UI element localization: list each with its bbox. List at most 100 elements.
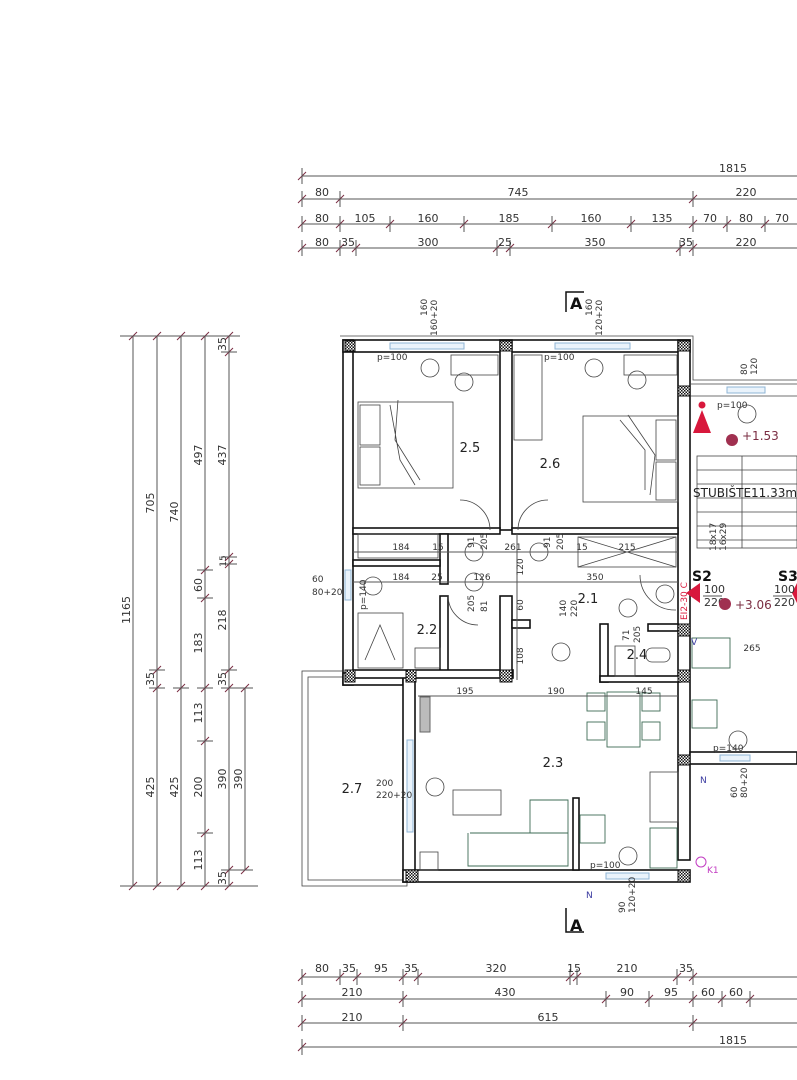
bathtub [357, 612, 404, 669]
marker-n: N [700, 776, 707, 786]
dim-label: 390 [232, 769, 245, 790]
elevation-label: +3.06 [735, 598, 772, 612]
gas-connection-icon [695, 856, 707, 868]
dim-label: 15 [219, 555, 229, 566]
dim-label: 350 [586, 573, 603, 583]
door-width: 140 [559, 600, 569, 617]
stove [579, 814, 606, 844]
windows [344, 342, 766, 880]
dim-label: 615 [538, 1011, 559, 1024]
dim-label: 437 [216, 445, 229, 466]
window-height: 220+20 [376, 791, 412, 801]
window [726, 386, 766, 394]
dim-label: 390 [216, 769, 229, 790]
dim-label: 160 [418, 212, 439, 225]
stair-steps: 16x29 [719, 522, 729, 551]
dining-table [606, 691, 641, 748]
room-label: 2.2 [417, 623, 438, 638]
room-label: 2.7 [342, 782, 363, 797]
dim-label: 35 [404, 962, 418, 975]
dim-label: 425 [144, 777, 157, 798]
dim-label: 190 [547, 687, 564, 697]
dim-label: 145 [635, 687, 652, 697]
window [605, 872, 650, 880]
dim-label: 430 [495, 986, 516, 999]
entry-arrow-icon [686, 583, 700, 603]
dim-label: 184 [392, 543, 409, 553]
dim-label: 70 [703, 212, 717, 225]
dim-label: 60 [516, 599, 526, 611]
stair-label: STUBIŠTE11.33m [693, 485, 797, 500]
sill-height: p=140 [359, 579, 369, 610]
dim-label: 1165 [120, 596, 133, 624]
dim-label: 15 [567, 962, 581, 975]
bed [357, 401, 454, 489]
sill-height: p=140 [713, 744, 744, 754]
window-width: 160 [420, 299, 430, 316]
sill-labels: p=100 p=100 p=100 p=140 p=140 p=100 [359, 353, 748, 871]
dim-label: 35 [216, 337, 229, 351]
dim-label: 185 [499, 212, 520, 225]
door-s2-label: S2 [692, 569, 712, 585]
dim-label: 745 [508, 186, 529, 199]
gas-connection-label: K1 [707, 866, 719, 876]
window-height: 120+20 [628, 877, 638, 913]
door-width: 100 [774, 583, 795, 596]
dim-label: 265 [743, 644, 760, 654]
window-width: 160 [585, 299, 595, 316]
dim-label: 220 [736, 236, 757, 249]
door-height: 220 [570, 600, 580, 617]
inner-dimensions: 184 15 261 15 215 184 25 126 350 120 60 … [353, 534, 761, 697]
boiler [419, 851, 439, 871]
sill-height: p=100 [544, 353, 575, 363]
dim-label: 425 [168, 777, 181, 798]
stair-area: +1.53 STUBIŠTE11.33m 18x17 16x29 S2 100 … [680, 401, 797, 620]
dim-label: 210 [342, 1011, 363, 1024]
person-icon [693, 410, 711, 433]
window-width: 200 [376, 779, 393, 789]
door-width: 91 [543, 537, 553, 548]
door-width: 71 [622, 630, 632, 641]
dim-label: 90 [620, 986, 634, 999]
sill-height: p=100 [717, 401, 748, 411]
stair-steps: 18x17 [709, 523, 719, 551]
door-s3-label: S3 [778, 569, 797, 585]
dim-label: 126 [473, 573, 490, 583]
dim-label: 200 [192, 777, 205, 798]
dim-label: 25 [431, 573, 442, 583]
dim-label: 215 [618, 543, 635, 553]
dim-label: 113 [192, 703, 205, 724]
window [719, 754, 751, 762]
sill-height: p=100 [590, 861, 621, 871]
dim-label: 113 [192, 850, 205, 871]
dim-label: 70 [775, 212, 789, 225]
bed [582, 415, 679, 503]
window-width: 60 [730, 786, 740, 798]
dim-label: 60 [729, 986, 743, 999]
dim-label: 740 [168, 502, 181, 523]
room-label: 2.3 [543, 756, 564, 771]
door-height: 205 [467, 595, 477, 612]
dim-label: 160 [581, 212, 602, 225]
dim-label: 300 [418, 236, 439, 249]
dim-label: 80 [315, 962, 329, 975]
section-mark-a: A [570, 916, 583, 935]
room-label: 2.1 [578, 592, 599, 607]
dim-label: 80 [315, 186, 329, 199]
dim-label: 80 [739, 212, 753, 225]
dim-label: 60 [192, 578, 205, 592]
sofa [467, 799, 569, 867]
dim-label: 95 [664, 986, 678, 999]
section-mark-a: A [570, 294, 583, 313]
window-labels: 160 160+20 160 120+20 80 120 60 80+20 20… [312, 299, 760, 913]
door-height: 220 [774, 596, 795, 609]
dim-label: 35 [679, 962, 693, 975]
dim-label: 1815 [719, 162, 747, 175]
dim-label: 135 [652, 212, 673, 225]
fire-rating: EI2-30 C [680, 582, 690, 620]
window [344, 569, 352, 601]
dim-label: 35 [342, 962, 356, 975]
markers: V N N K1 [586, 638, 719, 901]
window [554, 342, 631, 350]
sill-height: p=100 [377, 353, 408, 363]
